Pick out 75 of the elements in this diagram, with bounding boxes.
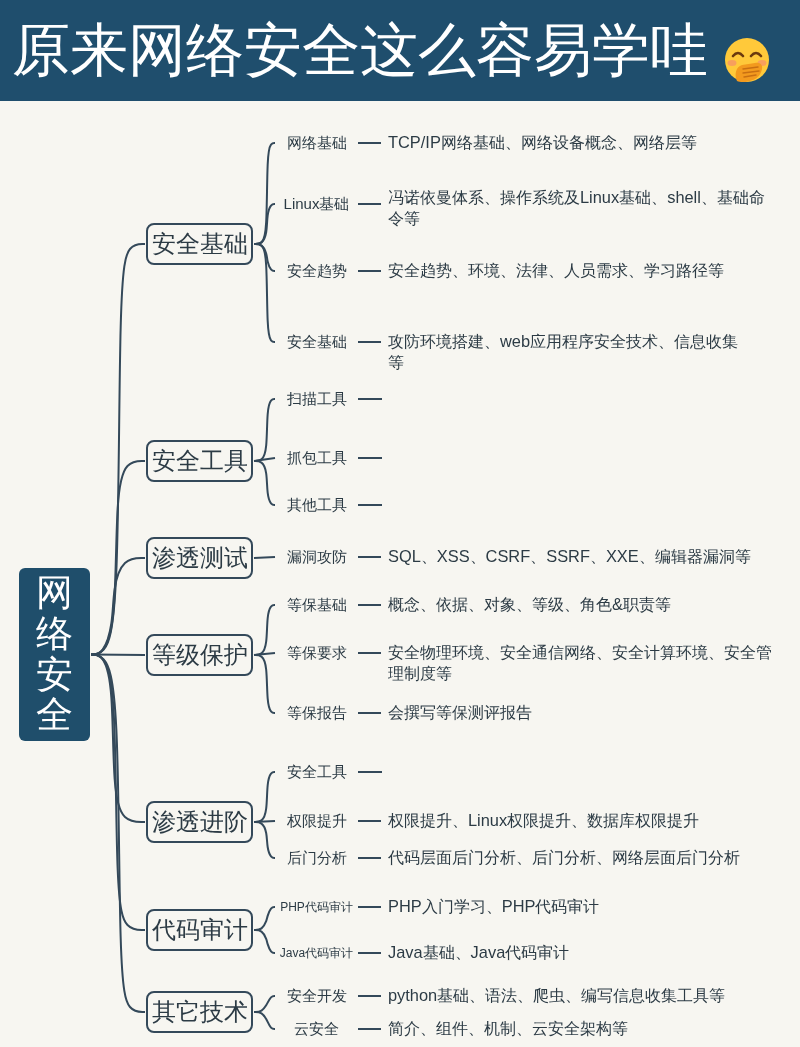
dash-connector <box>357 652 382 654</box>
category-text: 渗透测试 <box>151 543 248 573</box>
subtopic-text: 权限提升 <box>286 812 347 830</box>
description-text: 会撰写等保测评报告 <box>388 702 532 723</box>
dash-connector <box>357 341 382 343</box>
title-text: 原来网络安全这么容易学哇 <box>12 17 708 83</box>
subtopic-text: 扫描工具 <box>286 390 347 408</box>
category-text: 其它技术 <box>151 997 248 1027</box>
description-text: Java基础、Java代码审计 <box>388 942 570 963</box>
dash-connector <box>357 270 382 272</box>
category-box <box>146 537 253 579</box>
subtopic-text: 后门分析 <box>286 849 347 867</box>
dash-connector <box>357 457 383 459</box>
description-text: 概念、依据、对象、等级、角色&职责等 <box>388 594 671 615</box>
subtopic-text: 安全开发 <box>286 987 347 1005</box>
topic-text: 网络安全 <box>36 573 73 736</box>
category-text: 等级保护 <box>151 640 248 670</box>
description-text: TCP/IP网络基础、网络设备概念、网络层等 <box>388 132 697 153</box>
category-text: 渗透进阶 <box>151 807 248 837</box>
branch-line <box>253 243 276 343</box>
branch-line <box>253 460 276 506</box>
subtopic-text: 等保报告 <box>286 704 347 722</box>
dash-connector <box>357 952 382 954</box>
description-text: 安全物理环境、安全通信网络、安全计算环境、安全管理制度等 <box>388 642 773 684</box>
description-text: 冯诺依曼体系、操作系统及Linux基础、shell、基础命令等 <box>388 187 766 229</box>
category-box <box>146 223 253 265</box>
branch-line <box>90 557 146 656</box>
description-text: 权限提升、Linux权限提升、数据库权限提升 <box>388 810 700 831</box>
category-box <box>146 801 253 843</box>
description-text: 安全趋势、环境、法律、人员需求、学习路径等 <box>388 260 724 281</box>
category-box <box>146 991 253 1033</box>
subtopic-text: 安全基础 <box>286 333 347 351</box>
category-text: 安全工具 <box>151 446 248 476</box>
branch-line <box>253 929 276 954</box>
subtopic-text: 漏洞攻防 <box>286 548 347 566</box>
description-text: 攻防环境搭建、web应用程序安全技术、信息收集等 <box>388 331 740 373</box>
description-text: PHP入门学习、PHP代码审计 <box>388 896 600 917</box>
description-text: 代码层面后门分析、后门分析、网络层面后门分析 <box>388 847 740 868</box>
category-box <box>146 634 253 676</box>
topic-box <box>19 568 90 741</box>
dash-connector <box>357 771 383 773</box>
dash-connector <box>357 857 382 859</box>
dash-connector <box>357 995 382 997</box>
branch-line <box>253 821 276 859</box>
category-text: 代码审计 <box>151 915 248 945</box>
subtopic-text: 等保要求 <box>286 644 347 662</box>
category-box <box>146 909 253 951</box>
dash-connector <box>357 604 382 606</box>
dash-connector <box>357 203 382 205</box>
branch-line <box>253 1011 276 1030</box>
subtopic-text: 安全工具 <box>286 763 347 781</box>
dash-connector <box>357 712 382 714</box>
description-text: 简介、组件、机制、云安全架构等 <box>388 1018 628 1039</box>
description-text: SQL、XSS、CSRF、SSRF、XXE、编辑器漏洞等 <box>388 546 751 567</box>
dash-connector <box>357 1028 382 1030</box>
category-box <box>146 440 253 482</box>
subtopic-text: 等保基础 <box>286 596 347 614</box>
description-text: python基础、语法、爬虫、编写信息收集工具等 <box>388 985 726 1006</box>
subtopic-text: 安全趋势 <box>286 262 347 280</box>
subtopic-text: Linux基础 <box>283 195 350 213</box>
subtopic-text: 抓包工具 <box>286 449 347 467</box>
dash-connector <box>357 398 383 400</box>
branch-line <box>253 556 276 559</box>
subtopic-text: 其他工具 <box>286 496 347 514</box>
category-text: 安全基础 <box>151 229 248 259</box>
dash-connector <box>357 142 382 144</box>
branch-line <box>253 654 276 714</box>
dash-connector <box>357 906 382 908</box>
subtopic-text: 云安全 <box>294 1020 339 1038</box>
dash-connector <box>357 820 382 822</box>
dash-connector <box>357 504 383 506</box>
subtopic-text: PHP代码审计 <box>280 899 353 915</box>
dash-connector <box>357 556 382 558</box>
subtopic-text: 网络基础 <box>286 134 347 152</box>
subtopic-text: Java代码审计 <box>279 945 354 961</box>
